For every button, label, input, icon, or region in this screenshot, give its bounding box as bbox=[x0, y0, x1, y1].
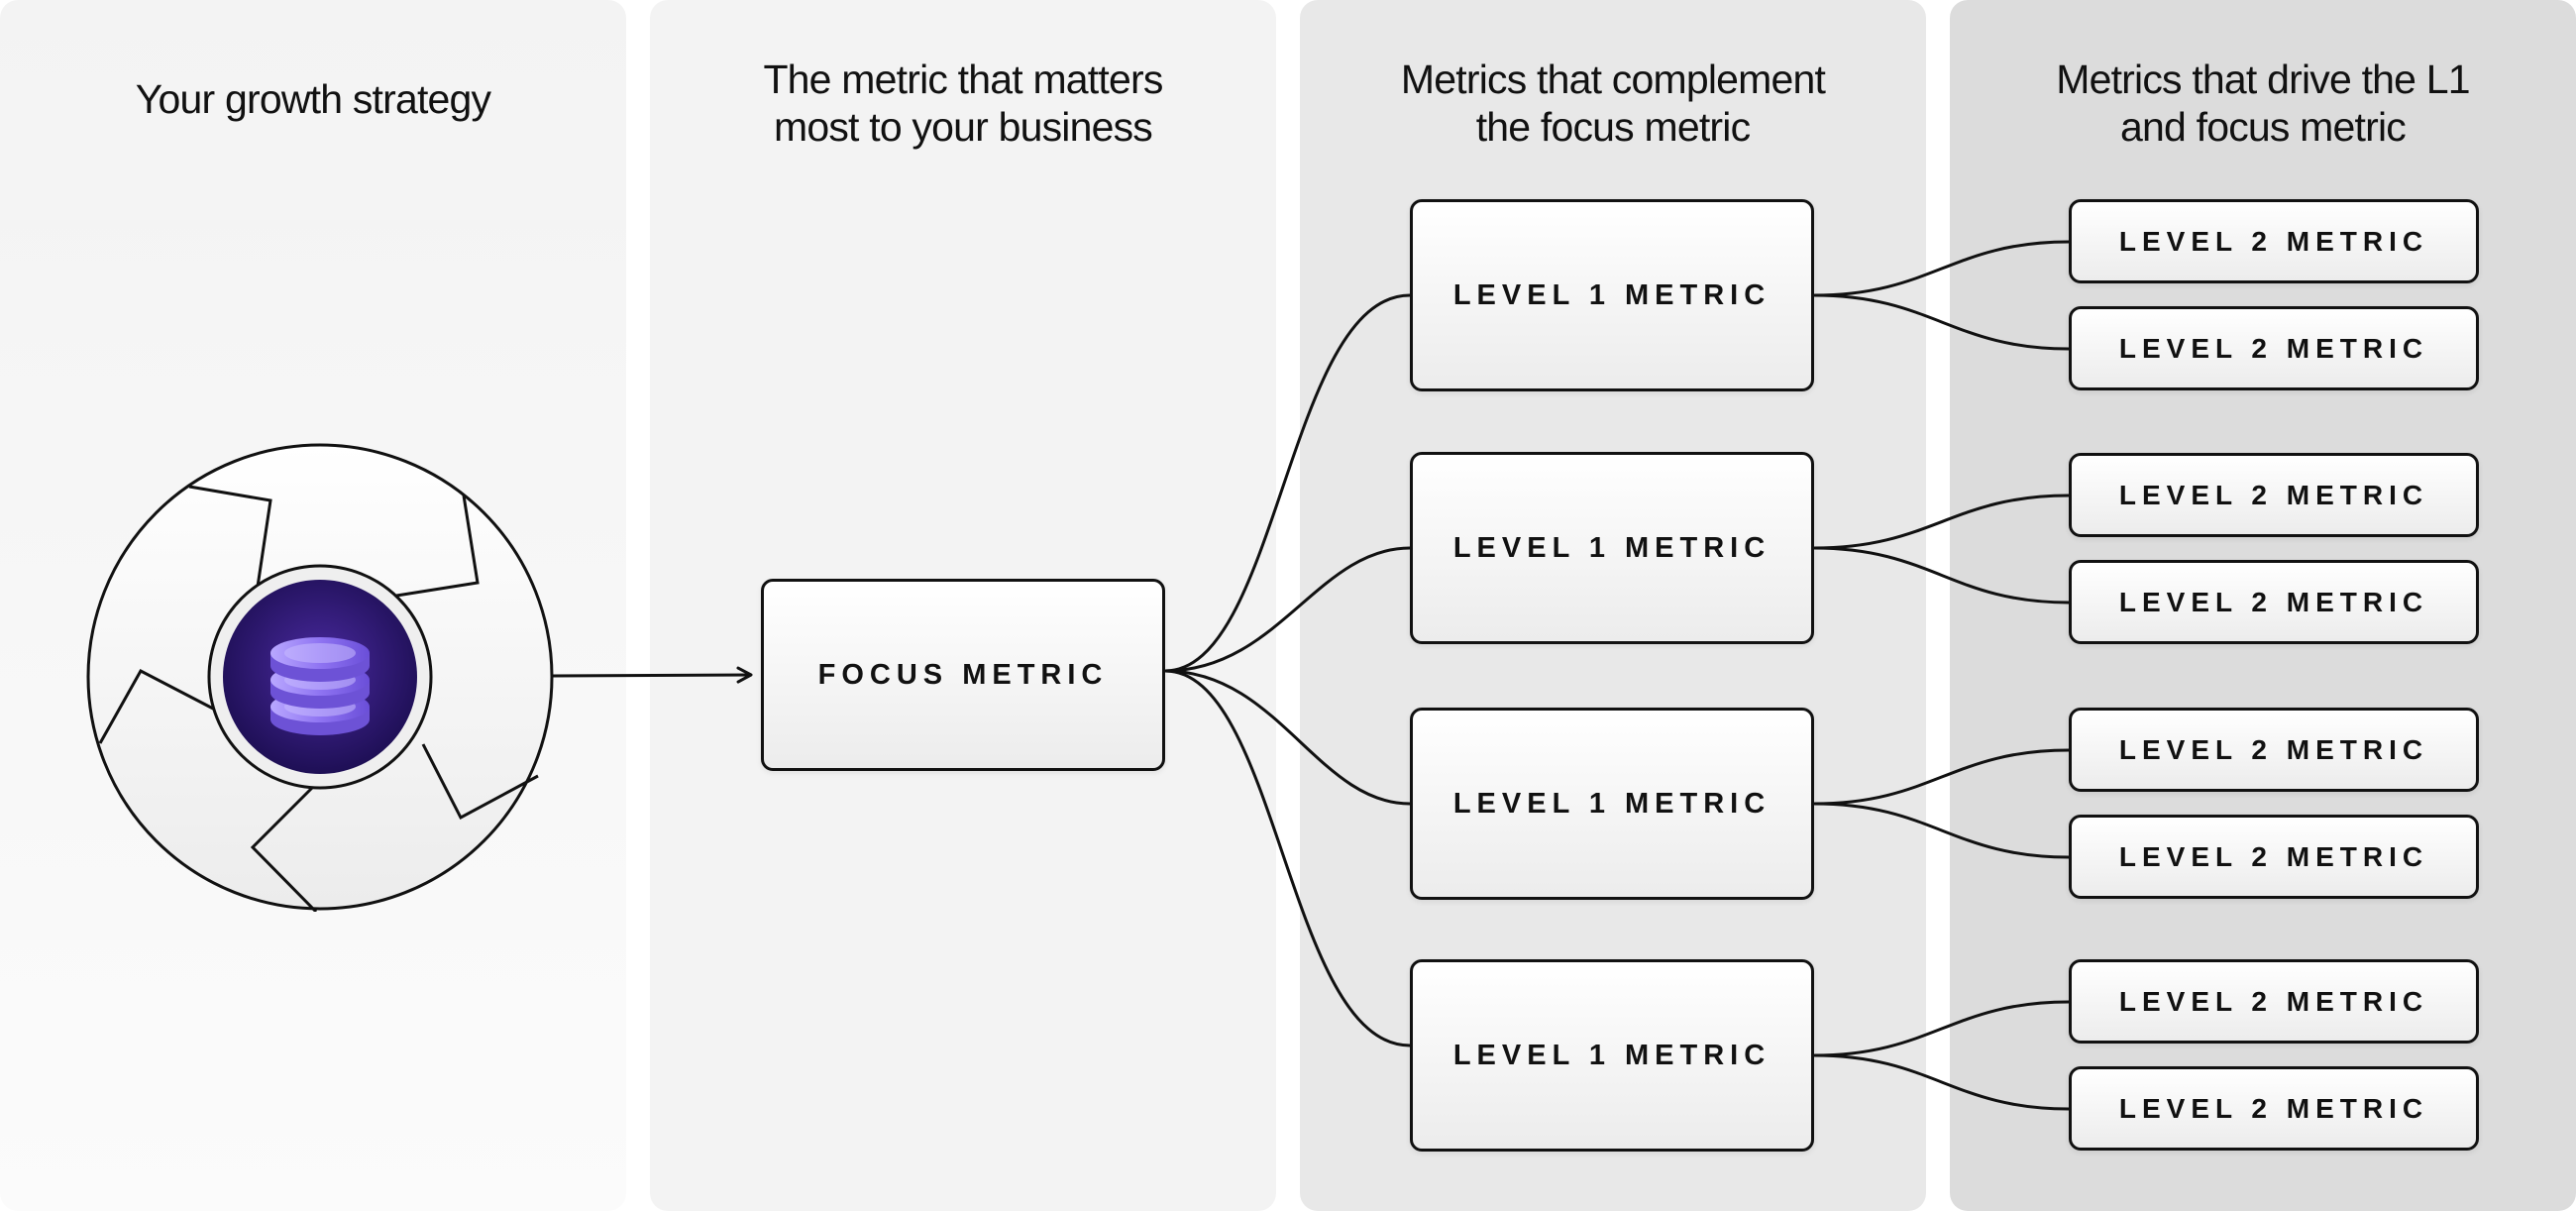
level2-metric-box: LEVEL 2 METRIC bbox=[2069, 959, 2479, 1044]
level1-metric-label: LEVEL 1 METRIC bbox=[1452, 278, 1771, 311]
level2-metric-label: LEVEL 2 METRIC bbox=[2118, 225, 2429, 257]
level2-metric-box: LEVEL 2 METRIC bbox=[2069, 815, 2479, 899]
level2-metric-label: LEVEL 2 METRIC bbox=[2118, 332, 2429, 364]
level2-metric-label: LEVEL 2 METRIC bbox=[2118, 840, 2429, 872]
level2-metric-box: LEVEL 2 METRIC bbox=[2069, 708, 2479, 792]
cycle-arrows-icon bbox=[86, 443, 554, 912]
level2-metric-label: LEVEL 2 METRIC bbox=[2118, 1092, 2429, 1124]
level1-metric-box: LEVEL 1 METRIC bbox=[1410, 452, 1814, 644]
column-title: Metrics that drive the L1 and focus metr… bbox=[2056, 56, 2470, 150]
column-title: Your growth strategy bbox=[135, 76, 491, 122]
level2-metric-box: LEVEL 2 METRIC bbox=[2069, 453, 2479, 537]
level1-metric-label: LEVEL 1 METRIC bbox=[1452, 787, 1771, 820]
level2-metric-label: LEVEL 2 METRIC bbox=[2118, 479, 2429, 510]
focus-metric-label: FOCUS METRIC bbox=[817, 658, 1109, 691]
column-title: The metric that matters most to your bus… bbox=[763, 56, 1163, 150]
level2-metric-label: LEVEL 2 METRIC bbox=[2118, 733, 2429, 765]
level2-metric-label: LEVEL 2 METRIC bbox=[2118, 586, 2429, 617]
database-icon bbox=[270, 637, 370, 735]
level2-metric-box: LEVEL 2 METRIC bbox=[2069, 1066, 2479, 1151]
level1-metric-label: LEVEL 1 METRIC bbox=[1452, 1039, 1771, 1071]
level1-metric-box: LEVEL 1 METRIC bbox=[1410, 959, 1814, 1152]
level2-metric-box: LEVEL 2 METRIC bbox=[2069, 199, 2479, 283]
level2-metric-box: LEVEL 2 METRIC bbox=[2069, 306, 2479, 390]
level1-metric-label: LEVEL 1 METRIC bbox=[1452, 531, 1771, 564]
column-title: Metrics that complement the focus metric bbox=[1400, 56, 1826, 150]
focus-metric-box: FOCUS METRIC bbox=[761, 579, 1165, 771]
level2-metric-box: LEVEL 2 METRIC bbox=[2069, 560, 2479, 644]
level1-metric-box: LEVEL 1 METRIC bbox=[1410, 199, 1814, 391]
level2-metric-label: LEVEL 2 METRIC bbox=[2118, 985, 2429, 1017]
level1-metric-box: LEVEL 1 METRIC bbox=[1410, 708, 1814, 900]
